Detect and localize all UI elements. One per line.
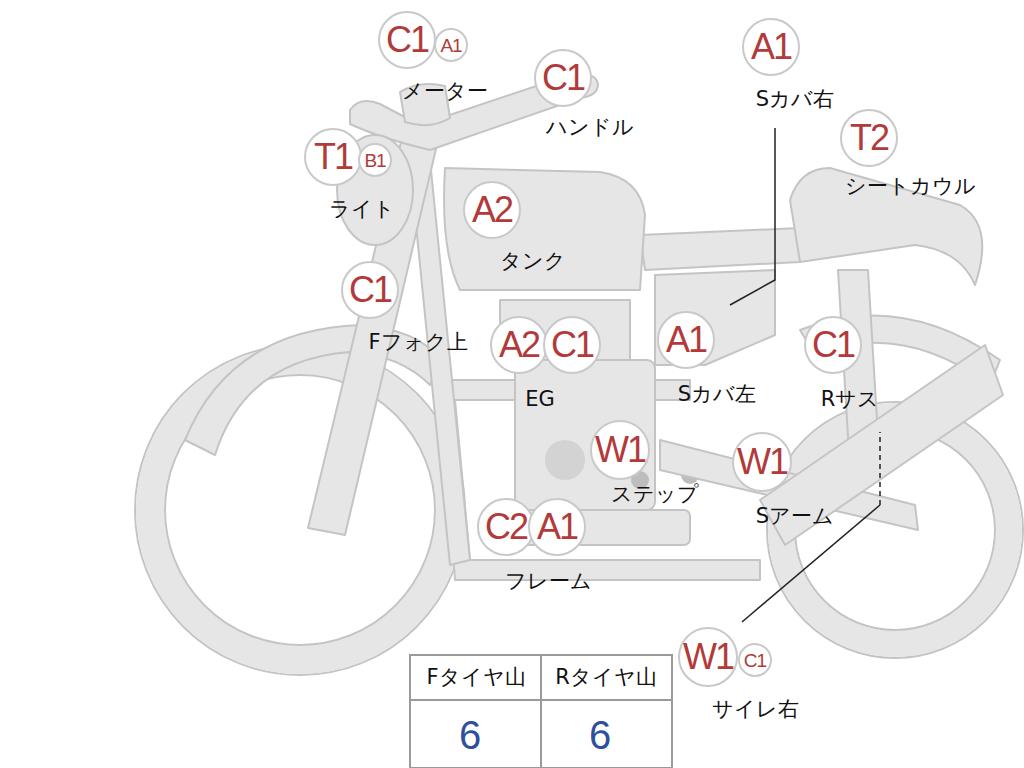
- badge-code: B1: [364, 151, 385, 170]
- part-name: メーター: [402, 80, 488, 103]
- badge-code: C1: [812, 327, 854, 363]
- front-tire-outer: [135, 345, 465, 675]
- part-name: Sカバ左: [678, 383, 756, 406]
- leader-line: [879, 432, 881, 505]
- badge-code: W1: [595, 432, 645, 468]
- seat-cowl: [790, 168, 982, 285]
- table-frame: [410, 655, 672, 768]
- badge-code: C1: [551, 327, 593, 363]
- part-name: Sアーム: [756, 505, 834, 528]
- code-badge: B1: [358, 143, 392, 177]
- code-badge: A2: [463, 181, 521, 239]
- part-name: EG: [525, 388, 555, 411]
- seat: [640, 228, 800, 270]
- part-name: ステップ: [611, 483, 699, 506]
- code-badge: C1: [378, 11, 436, 69]
- part-name: Fフォク上: [368, 331, 467, 354]
- badge-code: W1: [737, 444, 787, 480]
- badge-code: C1: [349, 272, 391, 308]
- badge-code: C1: [744, 651, 766, 670]
- code-badge: C2: [477, 498, 535, 556]
- badge-code: A2: [472, 192, 512, 228]
- code-badge: W1: [590, 420, 650, 480]
- front-tire: [150, 360, 450, 660]
- leader-line: [730, 128, 775, 305]
- code-badge: A1: [434, 28, 468, 62]
- badge-code: A1: [440, 36, 461, 55]
- part-name: タンク: [500, 250, 566, 273]
- table-cell: 6: [459, 713, 481, 757]
- code-badge: A2: [490, 316, 548, 374]
- code-badge: C1: [341, 261, 399, 319]
- code-badge: W1: [732, 432, 792, 492]
- code-badge: A1: [528, 498, 586, 556]
- code-badge: T1: [304, 128, 362, 186]
- code-badge: C1: [804, 316, 862, 374]
- part-name: Sカバ右: [756, 88, 834, 111]
- badge-code: C1: [386, 22, 428, 58]
- code-badge: A1: [742, 18, 800, 76]
- badge-code: T1: [314, 139, 352, 175]
- badge-code: A1: [666, 322, 706, 358]
- code-badge: W1: [678, 627, 738, 687]
- part-name: シートカウル: [845, 175, 976, 198]
- part-name: フレーム: [505, 570, 592, 593]
- leader-line: [742, 505, 880, 622]
- table-cell: Fタイヤ山: [426, 666, 525, 689]
- table-cell: 6: [589, 713, 611, 757]
- front-fork: [308, 125, 440, 535]
- badge-code: A1: [537, 509, 577, 545]
- badge-code: A1: [751, 29, 791, 65]
- badge-code: C1: [542, 60, 584, 96]
- part-name: ライト: [329, 198, 395, 221]
- part-name: ハンドル: [546, 116, 634, 139]
- code-badge: C1: [738, 643, 772, 677]
- badge-code: C2: [485, 509, 527, 545]
- table-rule: [540, 655, 542, 768]
- fuel-tank: [444, 168, 645, 290]
- engine-cover: [545, 440, 585, 480]
- code-badge: T2: [840, 109, 898, 167]
- part-name: Rサス: [821, 388, 880, 411]
- code-badge: C1: [543, 316, 601, 374]
- badge-code: A2: [499, 327, 539, 363]
- badge-code: T2: [850, 120, 888, 156]
- code-badge: A1: [657, 311, 715, 369]
- table-cell: Rタイヤ山: [555, 666, 657, 689]
- badge-code: W1: [683, 639, 733, 675]
- code-badge: C1: [534, 49, 592, 107]
- part-name: サイレ右: [712, 698, 799, 721]
